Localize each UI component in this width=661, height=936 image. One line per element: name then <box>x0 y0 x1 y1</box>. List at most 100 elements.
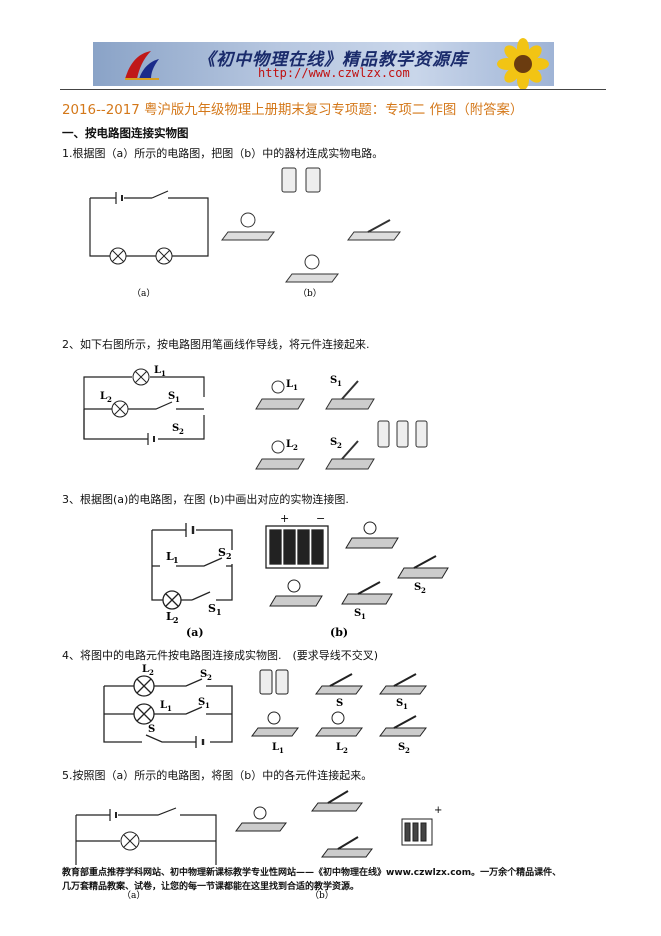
banner-title: 《初中物理在线》精品教学资源库 <box>198 50 468 70</box>
svg-text:2: 2 <box>293 443 298 452</box>
question-2-text: 2、如下右图所示，按电路图用笔画线作导线，将元件连接起来. <box>62 338 370 351</box>
footer-line-2: 几万套精品教案、试卷，让您的每一节课都能在这里找到合适的教学资源。 <box>62 882 360 892</box>
question-3-figure: L 1 L 2 S 2 S 1 (a) + − S 1 S 2 (b) <box>151 512 449 639</box>
svg-text:S: S <box>336 698 343 709</box>
svg-text:L: L <box>272 742 279 753</box>
bulb-base-icon <box>269 579 323 607</box>
svg-text:2: 2 <box>173 615 179 625</box>
lamp-icon <box>132 368 150 386</box>
svg-text:2: 2 <box>149 668 154 677</box>
bulb-base-icon <box>255 380 305 410</box>
figure-label-a: (a) <box>186 626 204 639</box>
svg-text:1: 1 <box>361 612 366 621</box>
svg-text:1: 1 <box>216 607 222 617</box>
question-1-figure: （a） （b） <box>89 167 401 299</box>
switch-icon <box>325 440 375 470</box>
lamp-icon <box>109 247 127 265</box>
header-rule <box>60 89 606 90</box>
bulb-base-icon <box>315 711 363 737</box>
switch-icon <box>311 790 363 812</box>
svg-text:S: S <box>414 582 421 593</box>
label-s2: S <box>218 546 226 559</box>
page-footer: 教育部重点推荐学科网站、初中物理新课标教学专业性网站——《初中物理在线》www.… <box>62 866 561 894</box>
switch-icon <box>379 673 427 695</box>
question-2-figure: L 1 L 2 S 1 S 2 L 1 S 1 L 2 S 2 <box>83 365 428 470</box>
svg-text:1: 1 <box>205 701 210 710</box>
switch-icon <box>321 836 373 858</box>
svg-text:S: S <box>398 742 405 753</box>
svg-text:1: 1 <box>279 746 284 755</box>
svg-text:2: 2 <box>226 551 232 561</box>
svg-text:2: 2 <box>179 427 184 436</box>
svg-text:2: 2 <box>207 673 212 682</box>
bulb-base-icon <box>345 521 399 549</box>
switch-icon <box>341 581 393 605</box>
footer-line-1: 教育部重点推荐学科网站、初中物理新课标教学专业性网站——《初中物理在线》www.… <box>62 868 562 878</box>
figure-label-b: (b) <box>330 626 348 639</box>
lamp-icon <box>155 247 173 265</box>
switch-icon <box>325 380 375 410</box>
site-logo-icon <box>125 51 159 80</box>
battery-icon <box>281 167 321 193</box>
svg-text:L: L <box>286 379 293 390</box>
label-l2: L <box>100 391 107 402</box>
battery-box-icon <box>401 818 433 846</box>
header-banner: 《初中物理在线》精品教学资源库 http://www.czwlzx.com <box>93 38 554 90</box>
svg-text:L: L <box>160 700 167 711</box>
bulb-base-icon <box>285 254 339 283</box>
svg-text:L: L <box>142 664 149 675</box>
svg-text:S: S <box>354 608 361 619</box>
svg-text:2: 2 <box>107 395 112 404</box>
lamp-icon <box>133 675 155 697</box>
sunflower-icon <box>497 38 549 90</box>
svg-text:2: 2 <box>343 746 348 755</box>
lamp-icon <box>120 831 140 851</box>
bulb-base-icon <box>221 212 275 241</box>
svg-text:2: 2 <box>421 586 426 595</box>
question-5-text: 5.按照图（a）所示的电路图，将图（b）中的各元件连接起来。 <box>62 769 373 782</box>
lamp-icon <box>111 400 129 418</box>
page-title: 2016--2017 粤沪版九年级物理上册期末复习专项题：专项二 作图（附答案） <box>62 103 524 118</box>
svg-text:S: S <box>198 697 205 708</box>
section-heading: 一、按电路图连接实物图 <box>62 126 189 140</box>
question-5-labels: （a） （b） <box>122 890 334 901</box>
svg-text:L: L <box>286 439 293 450</box>
battery-icon <box>259 669 289 695</box>
bulb-base-icon <box>235 806 287 832</box>
svg-text:1: 1 <box>293 383 298 392</box>
svg-text:2: 2 <box>337 441 342 450</box>
bulb-base-icon <box>255 440 305 470</box>
label-s1: S <box>208 602 216 615</box>
question-4-figure: L 2 L 1 S 2 S 1 S S S 1 L 1 L 2 S 2 <box>103 664 427 755</box>
svg-text:S: S <box>330 437 337 448</box>
svg-text:1: 1 <box>337 379 342 388</box>
label-l1: L <box>154 365 161 376</box>
svg-text:2: 2 <box>405 746 410 755</box>
svg-text:1: 1 <box>161 369 166 378</box>
svg-text:1: 1 <box>403 702 408 711</box>
switch-icon <box>379 715 427 737</box>
svg-text:S: S <box>330 375 337 386</box>
svg-text:1: 1 <box>167 704 172 713</box>
figure-label-a: （a） <box>122 890 145 901</box>
lamp-icon <box>133 703 155 725</box>
svg-text:1: 1 <box>173 555 179 565</box>
label-l2: L <box>166 610 174 623</box>
switch-icon <box>347 219 401 241</box>
question-4-text: 4、将图中的电路元件按电路图连接成实物图. (要求导线不交叉) <box>62 649 379 662</box>
label-s2: S <box>172 423 179 434</box>
label-s: S <box>148 724 155 735</box>
figure-label-b: （b） <box>298 288 322 299</box>
switch-icon <box>315 673 363 695</box>
svg-text:L: L <box>336 742 343 753</box>
banner-url: http://www.czwlzx.com <box>258 66 410 80</box>
question-3-text: 3、根据图(a)的电路图，在图 (b)中画出对应的实物连接图. <box>62 493 349 506</box>
switch-icon <box>397 555 449 579</box>
svg-text:S: S <box>200 669 207 680</box>
label-s1: S <box>168 391 175 402</box>
battery-box-icon <box>265 525 329 569</box>
question-1-text: 1.根据图（a）所示的电路图，把图（b）中的器材连成实物电路。 <box>62 147 384 160</box>
terminal-plus: + <box>434 805 442 816</box>
figure-label-b: （b） <box>310 890 334 901</box>
battery-icon <box>377 420 428 448</box>
